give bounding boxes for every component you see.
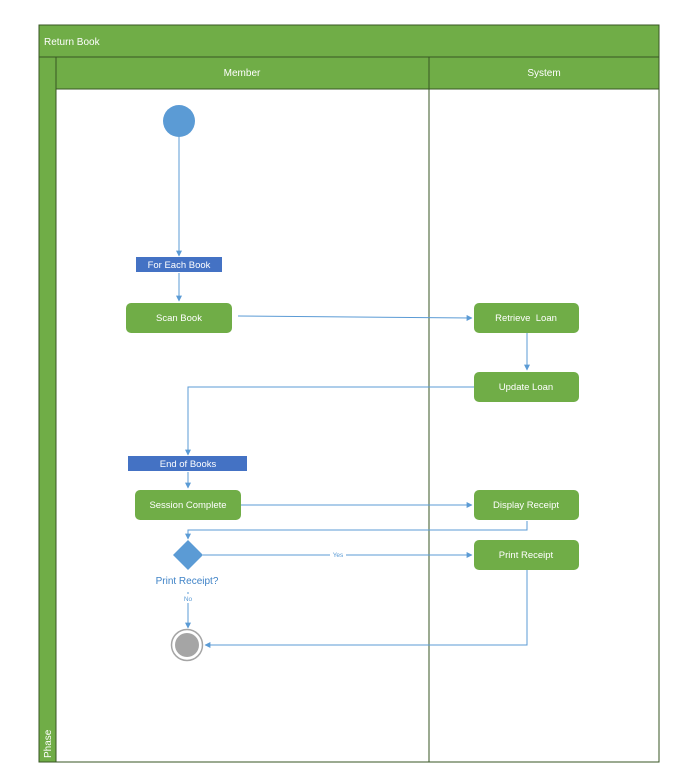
start-node — [163, 105, 195, 137]
action-session-complete — [135, 490, 241, 520]
lane-header-member — [55, 56, 430, 90]
phase-bar — [38, 56, 57, 763]
action-retrieve-loan — [474, 303, 579, 333]
flow-update-to-end-of-books — [185, 386, 474, 456]
edge-label-no: No — [184, 596, 193, 603]
end-of-books-bar — [128, 456, 247, 471]
flow-connectors — [176, 137, 530, 648]
action-session-complete-label: Session Complete — [149, 500, 226, 511]
flow-display-to-decision — [185, 521, 528, 540]
flow-print-to-end — [204, 570, 528, 648]
for-each-bar — [136, 257, 222, 272]
for-each-label: For Each Book — [148, 260, 211, 271]
end-node — [175, 633, 199, 657]
diagram-title: Return Book — [44, 37, 101, 48]
lane-label-member: Member — [224, 68, 261, 79]
decision-label: Print Receipt? — [156, 576, 219, 587]
action-display-receipt — [474, 490, 579, 520]
action-update-loan-label: Update Loan — [499, 382, 553, 393]
edge-label-yes-bg — [330, 550, 346, 559]
action-scan-book-label: Scan Book — [156, 313, 202, 324]
lane-label-system: System — [527, 68, 560, 79]
edge-label-no-bg — [180, 594, 196, 603]
edge-label-yes: Yes — [333, 552, 344, 559]
action-scan-book — [126, 303, 232, 333]
phase-label: Phase — [43, 729, 54, 758]
action-print-receipt-label: Print Receipt — [499, 550, 554, 561]
action-display-receipt-label: Display Receipt — [493, 500, 559, 511]
action-print-receipt — [474, 540, 579, 570]
action-update-loan — [474, 372, 579, 402]
flow-scan-to-retrieve — [237, 314, 473, 321]
decision-node — [173, 540, 203, 570]
end-of-books-label: End of Books — [160, 459, 217, 470]
action-retrieve-loan-label: Retrieve Loan — [495, 313, 557, 324]
pool-title-bar — [38, 24, 660, 58]
lane-header-system — [428, 56, 660, 90]
